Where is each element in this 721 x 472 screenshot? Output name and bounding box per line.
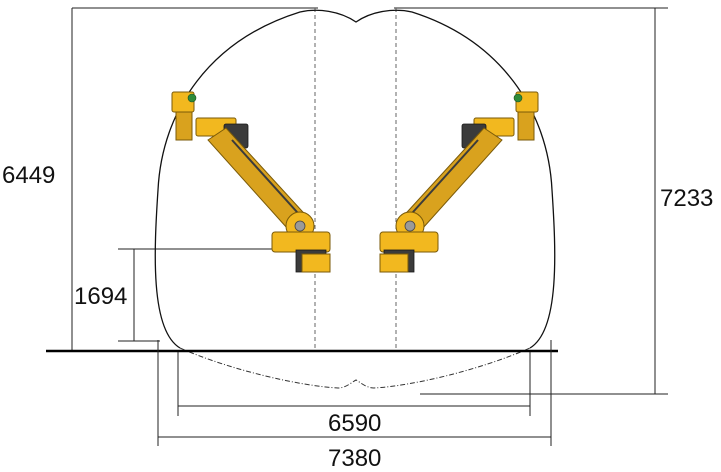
left-boom-mount-plate [301,253,331,273]
dimension-label-6449: 6449 [2,162,55,189]
right-boom-hose [403,139,479,223]
dimension-label-6590: 6590 [328,410,381,437]
right-boom-base [379,231,439,253]
left-drilling-boom [171,91,331,273]
right-boom-mount-plate [379,253,409,273]
right-sensor-icon [513,93,523,103]
right-drilling-boom [379,91,539,273]
right-boom-joint-center [404,220,416,232]
right-feed-body [517,111,535,141]
left-boom-base [271,231,331,253]
left-feed-body [175,111,193,141]
left-boom-hose [231,139,307,223]
dimension-label-1694: 1694 [74,283,127,310]
tunnel-invert-profile [179,347,531,389]
dimension-label-7380: 7380 [328,445,381,472]
tunnel-profile [154,9,556,349]
left-sensor-icon [187,93,197,103]
left-boom-joint-center [294,220,306,232]
dimension-label-7233: 7233 [660,185,713,212]
